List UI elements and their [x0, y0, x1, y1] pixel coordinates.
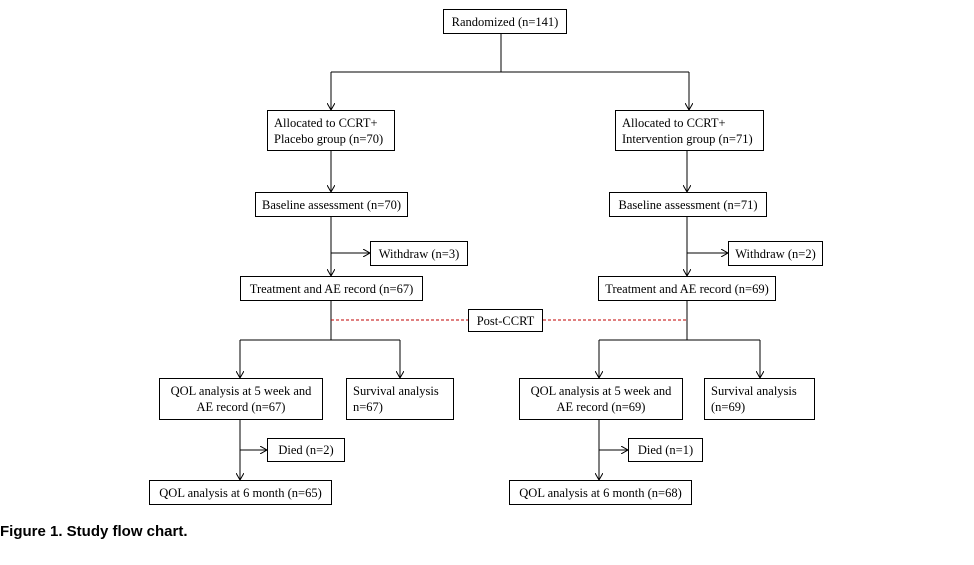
baseline-assessment-right-box: Baseline assessment (n=71)	[609, 192, 767, 217]
randomized-label: Randomized (n=141)	[451, 14, 559, 29]
qol-5-week-left-label-line2: AE record (n=67)	[196, 400, 286, 414]
withdraw-right-label: Withdraw (n=2)	[735, 246, 816, 261]
placebo-group-label-line1: Allocated to CCRT+	[274, 115, 378, 130]
survival-analysis-right-label-line2: (n=69)	[711, 400, 746, 414]
intervention-group-box: Allocated to CCRT+ Intervention group (n…	[615, 110, 764, 151]
intervention-group-label-line1: Allocated to CCRT+	[622, 115, 726, 130]
qol-5-week-right-label-line1: QOL analysis at 5 week and	[530, 384, 672, 398]
qol-6-month-right-label: QOL analysis at 6 month (n=68)	[519, 485, 682, 500]
treatment-right-box: Treatment and AE record (n=69)	[598, 276, 776, 301]
baseline-assessment-right-label: Baseline assessment (n=71)	[618, 197, 758, 212]
withdraw-left-box: Withdraw (n=3)	[370, 241, 468, 266]
figure-caption: Figure 1. Study flow chart.	[0, 523, 188, 540]
treatment-right-label: Treatment and AE record (n=69)	[605, 281, 769, 296]
qol-6-month-left-box: QOL analysis at 6 month (n=65)	[149, 480, 332, 505]
placebo-group-label-line2: Placebo group (n=70)	[274, 131, 384, 146]
post-ccrt-box: Post-CCRT	[468, 309, 543, 332]
randomized-box: Randomized (n=141)	[443, 9, 567, 34]
withdraw-left-label: Withdraw (n=3)	[378, 246, 460, 261]
treatment-left-label: Treatment and AE record (n=67)	[249, 281, 414, 296]
died-left-label: Died (n=2)	[278, 443, 334, 457]
baseline-assessment-left-box: Baseline assessment (n=70)	[255, 192, 408, 217]
died-left-box: Died (n=2)	[267, 438, 345, 462]
survival-analysis-right-label-line1: Survival analysis	[711, 384, 797, 398]
survival-analysis-left-label-line1: Survival analysis	[353, 384, 439, 398]
qol-5-week-left-box: QOL analysis at 5 week and AE record (n=…	[159, 378, 323, 420]
qol-5-week-right-label-line2: AE record (n=69)	[556, 400, 646, 414]
withdraw-right-box: Withdraw (n=2)	[728, 241, 823, 266]
placebo-group-box: Allocated to CCRT+ Placebo group (n=70)	[267, 110, 395, 151]
qol-6-month-right-box: QOL analysis at 6 month (n=68)	[509, 480, 692, 505]
post-ccrt-label: Post-CCRT	[476, 313, 535, 328]
qol-5-week-left-label-line1: QOL analysis at 5 week and	[170, 384, 312, 398]
died-right-label: Died (n=1)	[637, 443, 694, 457]
intervention-group-label-line2: Intervention group (n=71)	[622, 131, 753, 146]
survival-analysis-left-box: Survival analysis n=67)	[346, 378, 454, 420]
survival-analysis-left-label-line2: n=67)	[353, 400, 383, 414]
treatment-left-box: Treatment and AE record (n=67)	[240, 276, 423, 301]
qol-6-month-left-label: QOL analysis at 6 month (n=65)	[159, 485, 322, 500]
baseline-assessment-left-label: Baseline assessment (n=70)	[262, 197, 401, 212]
qol-5-week-right-box: QOL analysis at 5 week and AE record (n=…	[519, 378, 683, 420]
survival-analysis-right-box: Survival analysis (n=69)	[704, 378, 815, 420]
died-right-box: Died (n=1)	[628, 438, 703, 462]
